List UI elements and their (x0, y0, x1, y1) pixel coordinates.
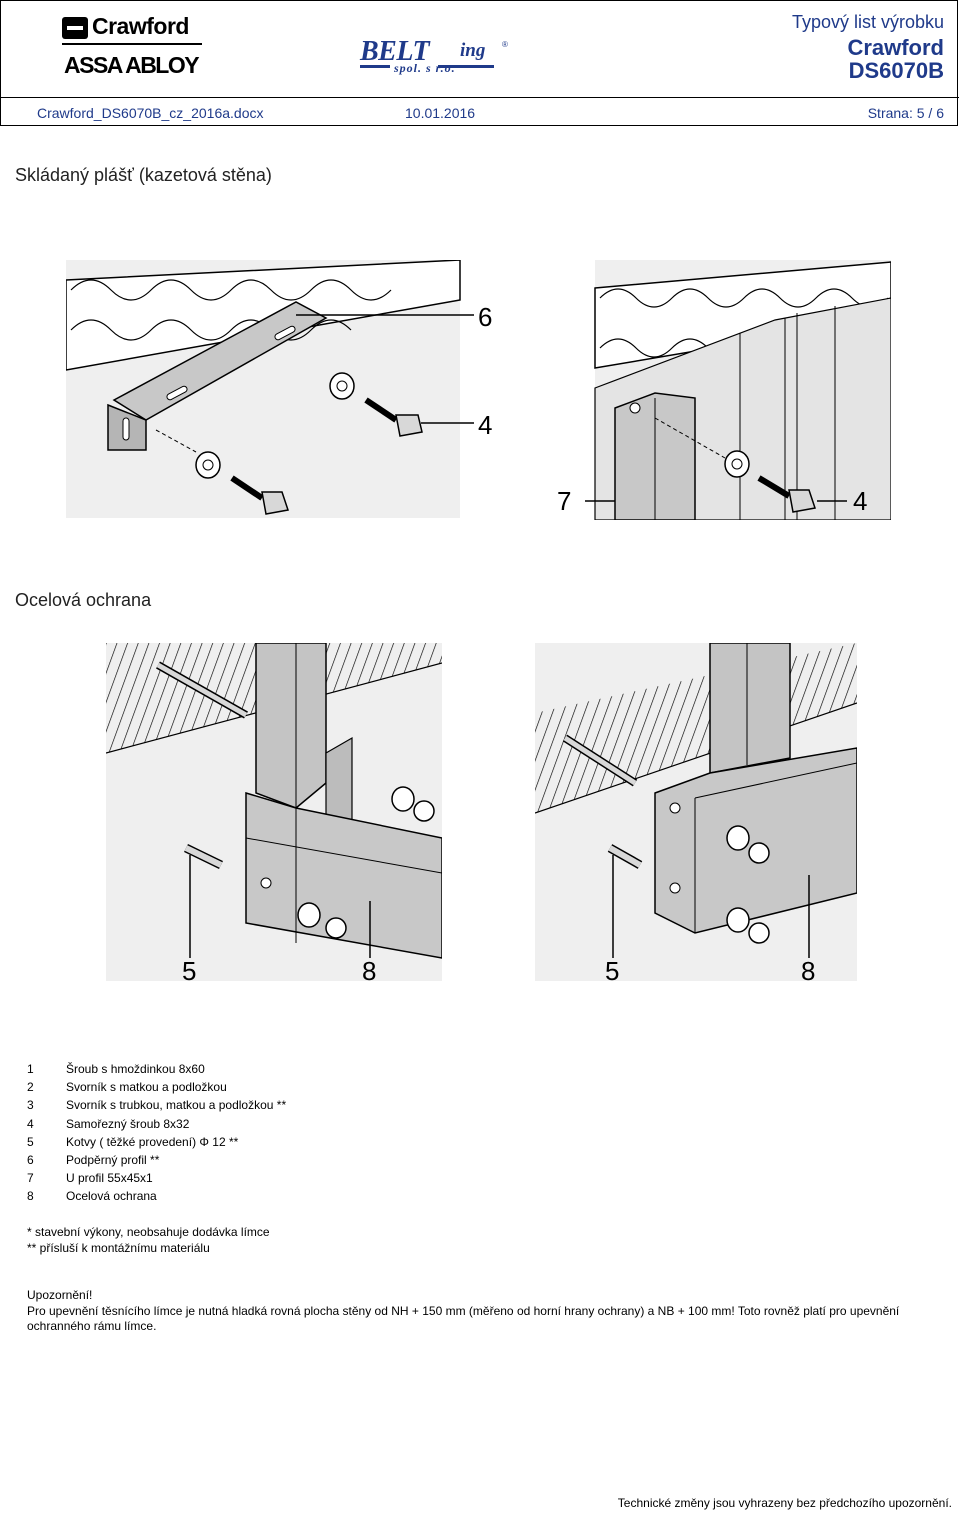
legend-item-number: 1 (27, 1062, 34, 1076)
parts-legend: 1 Šroub s hmoždinkou 8x60 2 Svorník s matk… (27, 1060, 286, 1206)
figure-steel-protection-right: 5 8 (535, 643, 857, 981)
callout-label-7: 7 (557, 486, 571, 516)
belting-logo: BELT ing ® spol. s r.o. (360, 36, 510, 78)
callout-label-8: 8 (801, 956, 815, 981)
legend-item: 3 Svorník s trubkou, matkou a podložkou *… (27, 1096, 286, 1114)
figure-u-profile: 7 4 (557, 260, 891, 520)
belting-bar (438, 65, 494, 68)
callout-label-8: 8 (362, 956, 376, 981)
legend-item-text: Svorník s matkou a podložkou (66, 1080, 227, 1095)
page-number: Strana: 5 / 6 (867, 105, 944, 121)
legend-item-number: 6 (27, 1153, 34, 1168)
document-header (0, 0, 959, 126)
callout-label-6: 6 (478, 302, 492, 332)
legend-item-text: U profil 55x45x1 (66, 1171, 153, 1186)
legend-item: 4 Samořezný šroub 8x32 (27, 1115, 286, 1133)
footnote-double-asterisk: ** přísluší k montážnímu materiálu (27, 1240, 210, 1255)
belting-registered-mark: ® (502, 40, 508, 49)
belting-logo-suffix: ing (460, 40, 486, 61)
warning-block: Upozornění! Pro upevnění těsnícího límce… (27, 1288, 927, 1335)
belting-bar (360, 65, 390, 68)
legend-item: 5 Kotvy ( těžké provedení) Φ 12 ** (27, 1133, 286, 1151)
document-type: Typový list výrobku (791, 12, 944, 32)
legend-item: 6 Podpěrný profil ** (27, 1151, 286, 1169)
callout-label-4: 4 (853, 486, 867, 516)
document-date: 10.01.2016 (405, 105, 476, 121)
document-filename: Crawford_DS6070B_cz_2016a.docx (37, 105, 264, 121)
callout-label-5: 5 (182, 956, 196, 981)
legend-item: 2 Svorník s matkou a podložkou (27, 1078, 286, 1096)
legend-item-number: 7 (27, 1171, 34, 1186)
crawford-mark-icon (62, 17, 88, 39)
section-title-cassette-wall: Skládaný plášť (kazetová stěna) (15, 165, 272, 185)
legend-item-text: Svorník s trubkou, matkou a podložkou ** (66, 1098, 287, 1113)
legend-item-number: 3 (27, 1098, 34, 1113)
header-divider (1, 97, 959, 98)
callout-label-4: 4 (478, 410, 492, 440)
footnote-single-asterisk: * stavební výkony, neobsahuje dodávka lí… (27, 1225, 270, 1239)
figure-steel-protection-left: 5 8 (106, 643, 442, 981)
crawford-logo: Crawford (62, 13, 202, 45)
legend-item: 1 Šroub s hmoždinkou 8x60 (27, 1060, 286, 1078)
figure-support-profile: 6 4 (66, 260, 492, 518)
crawford-logo-text: Crawford (92, 13, 189, 39)
legend-item: 8 Ocelová ochrana (27, 1187, 286, 1205)
legend-item-number: 2 (27, 1080, 34, 1095)
document-brand: Crawford (847, 35, 944, 60)
legend-item-text: Kotvy ( těžké provedení) Φ 12 ** (66, 1134, 239, 1149)
warning-title: Upozornění! (27, 1288, 93, 1302)
document-model: DS6070B (848, 58, 944, 83)
footer-disclaimer: Technické změny jsou vyhrazeny bez předc… (617, 1496, 952, 1510)
legend-item-number: 5 (27, 1134, 34, 1149)
legend-item-number: 8 (27, 1189, 34, 1204)
belting-logo-text: BELT (360, 36, 430, 67)
assa-abloy-logo: ASSA ABLOY (64, 52, 200, 78)
belting-logo-sub: spol. s r.o. (394, 61, 456, 75)
footnotes: * stavební výkony, neobsahuje dodávka lí… (27, 1225, 270, 1256)
legend-item-text: Šroub s hmoždinkou 8x60 (66, 1062, 205, 1076)
legend-item-number: 4 (27, 1116, 34, 1131)
section-title-steel-protection: Ocelová ochrana (15, 590, 152, 610)
warning-text: Pro upevnění těsnícího límce je nutná hl… (27, 1303, 900, 1334)
legend-item-text: Ocelová ochrana (66, 1189, 157, 1204)
legend-item: 7 U profil 55x45x1 (27, 1169, 286, 1187)
legend-item-text: Podpěrný profil ** (66, 1153, 160, 1168)
callout-label-5: 5 (605, 956, 619, 981)
legend-item-text: Samořezný šroub 8x32 (66, 1116, 190, 1131)
logo-rule (62, 43, 202, 45)
